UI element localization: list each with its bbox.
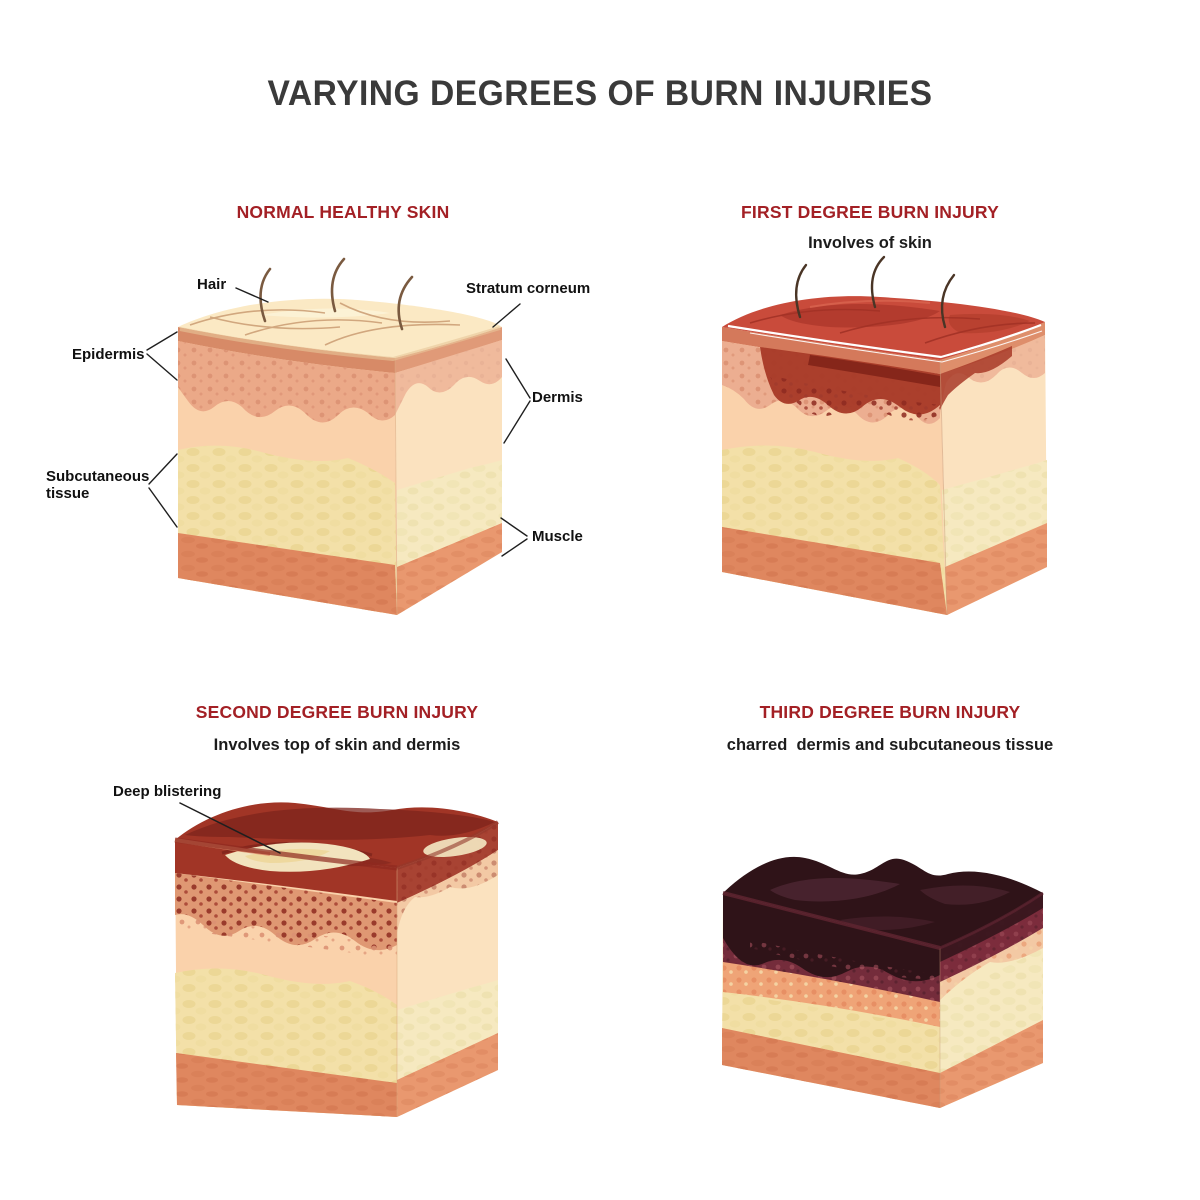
heading-second-degree: SECOND DEGREE BURN INJURY: [195, 702, 479, 722]
normal-hairs: [259, 257, 414, 331]
label-muscle: Muscle: [532, 528, 583, 545]
subtitle-third-degree: charred dermis and subcutaneous tissue: [726, 736, 1054, 754]
second-top-face-burned: [174, 802, 500, 872]
skin-block-second-degree: [174, 802, 500, 1117]
label-dermis: Dermis: [532, 389, 583, 406]
first-top-face-burned: [722, 296, 1045, 363]
skin-block-first-degree: [722, 255, 1047, 616]
label-epidermis: Epidermis: [72, 346, 145, 363]
first-hairs: [794, 255, 956, 329]
third-left-face: [722, 893, 940, 1108]
label-subcutaneous-tissue: Subcutaneous tissue: [46, 468, 150, 502]
subtitle-first-degree: Involves of skin: [808, 234, 932, 252]
label-hair: Hair: [197, 276, 227, 293]
first-right-face: [939, 322, 1047, 616]
normal-top-face: [178, 298, 502, 362]
heading-third-degree: THIRD DEGREE BURN INJURY: [759, 702, 1021, 722]
first-left-face: [722, 327, 947, 615]
label-deep-blistering: Deep blistering: [113, 783, 222, 800]
second-right-face: [396, 822, 498, 1117]
second-pointer-lines: [179, 802, 281, 854]
third-top-face-charred: [722, 856, 1044, 950]
normal-pointer-lines: [146, 287, 531, 557]
second-left-face: [175, 840, 397, 1117]
third-right-face: [939, 893, 1043, 1108]
skin-block-third-degree: [722, 856, 1044, 1108]
heading-first-degree: FIRST DEGREE BURN INJURY: [741, 202, 999, 222]
normal-left-face: [178, 327, 397, 615]
label-stratum-corneum: Stratum corneum: [466, 280, 591, 297]
normal-right-face: [394, 327, 502, 616]
heading-normal-skin: NORMAL HEALTHY SKIN: [236, 202, 450, 222]
subtitle-second-degree: Involves top of skin and dermis: [213, 736, 461, 754]
page-title: VARYING DEGREES OF BURN INJURIES: [267, 74, 933, 113]
skin-block-normal: [146, 257, 531, 616]
